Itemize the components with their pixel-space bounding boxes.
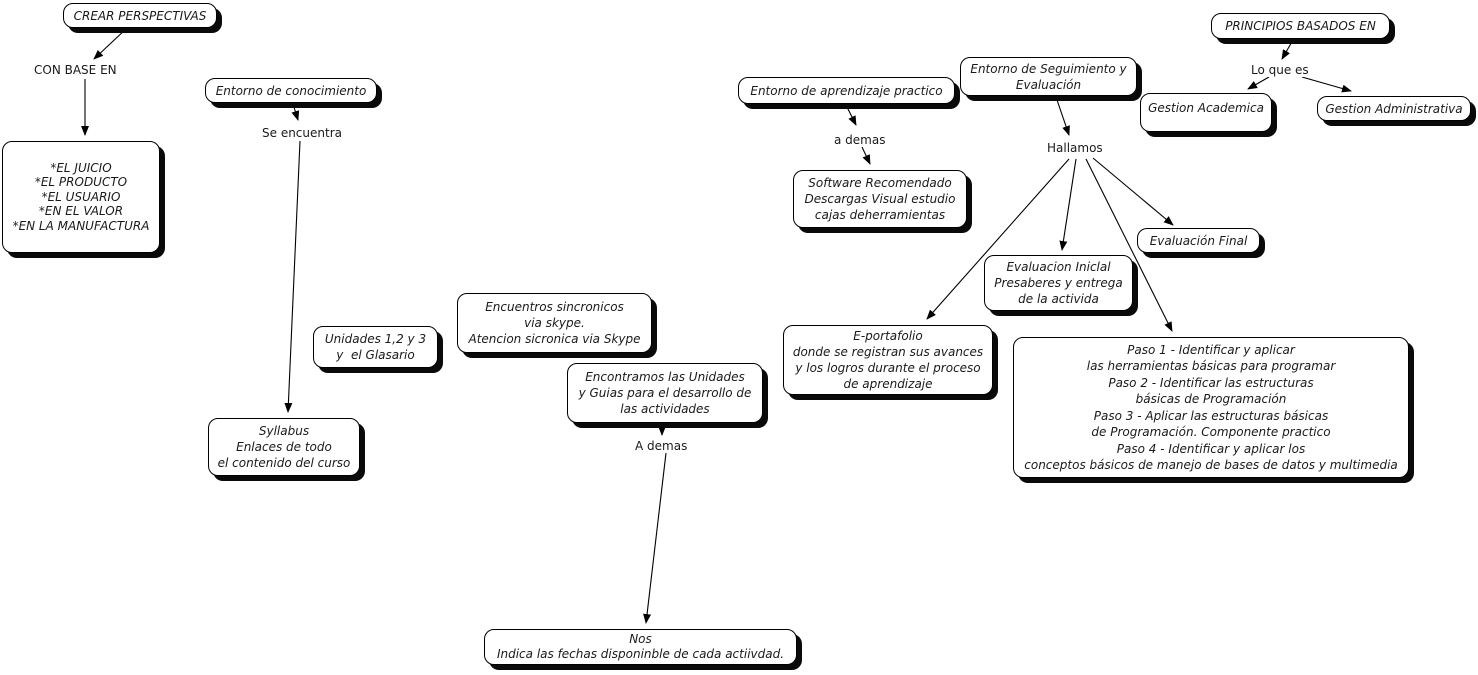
arrow-principios-to-lo-que-es	[1281, 39, 1294, 60]
node-entorno-conocimiento[interactable]: Entorno de conocimiento	[205, 78, 377, 103]
arrow-hallamos-to-eportafolio	[926, 158, 1070, 320]
arrow-a-demas-to-nos	[643, 452, 667, 624]
node-unidades[interactable]: Unidades 1,2 y 3 y el Glasario	[313, 326, 438, 368]
arrow-hallamos-to-eval-iniclal	[1059, 158, 1077, 251]
node-entorno-seguimiento[interactable]: Entorno de Seguimiento y Evaluación	[960, 57, 1137, 96]
node-perspectivas-criteria[interactable]: *EL JUICIO *EL PRODUCTO *EL USUARIO *EN …	[2, 141, 160, 253]
linking-phrase-a-demas-upper[interactable]: A demas	[634, 439, 689, 453]
node-gestion-administrativa[interactable]: Gestion Administrativa	[1317, 96, 1471, 121]
node-syllabus[interactable]: Syllabus Enlaces de todo el contenido de…	[208, 418, 360, 476]
arrow-aprendizaje-to-a-demas	[845, 104, 857, 126]
node-e-portafolio[interactable]: E-portafolio donde se registran sus avan…	[783, 325, 993, 395]
node-evaluacion-iniclal[interactable]: Evaluacion Iniclal Presaberes y entrega …	[984, 255, 1133, 311]
linking-phrase-con-base-en[interactable]: CON BASE EN	[33, 63, 118, 77]
linking-phrase-hallamos[interactable]: Hallamos	[1046, 141, 1104, 155]
node-gestion-academica[interactable]: Gestion Academica	[1140, 93, 1272, 132]
arrow-seguimiento-to-hallamos	[1055, 96, 1070, 136]
arrow-lo-que-es-to-academica	[1247, 76, 1270, 90]
arrow-hallamos-to-eval-final	[1092, 157, 1174, 226]
node-entorno-aprendizaje[interactable]: Entorno de aprendizaje practico	[738, 77, 955, 104]
arrow-conocimiento-to-se-encuentra	[291, 103, 300, 121]
node-pasos[interactable]: Paso 1 - Identificar y aplicar las herra…	[1013, 337, 1409, 478]
node-nos-indica-fechas[interactable]: Nos Indica las fechas disponinble de cad…	[484, 629, 797, 665]
node-encuentros-sincronicos[interactable]: Encuentros sincronicos via skype. Atenci…	[457, 293, 652, 353]
node-encontramos-unidades[interactable]: Encontramos las Unidades y Guias para el…	[567, 363, 763, 423]
node-evaluacion-final[interactable]: Evaluación Final	[1137, 228, 1260, 253]
arrow-se-encuentra-to-syllabus	[284, 140, 301, 413]
arrow-hallamos-to-pasos	[1085, 158, 1173, 332]
node-crear-perspectivas[interactable]: CREAR PERSPECTIVAS	[63, 3, 217, 28]
linking-phrase-se-encuentra[interactable]: Se encuentra	[261, 126, 343, 140]
linking-phrase-lo-que-es[interactable]: Lo que es	[1250, 63, 1310, 77]
arrow-crear-to-con-base-en	[93, 27, 128, 60]
node-principios-basados[interactable]: PRINCIPIOS BASADOS EN	[1211, 13, 1390, 39]
linking-phrase-a-demas-lower[interactable]: a demas	[833, 133, 887, 147]
node-software-recomendado[interactable]: Software Recomendado Descargas Visual es…	[793, 170, 967, 228]
arrow-lo-que-es-to-administrativa	[1301, 76, 1352, 93]
arrow-a-demas-to-software	[861, 146, 871, 165]
